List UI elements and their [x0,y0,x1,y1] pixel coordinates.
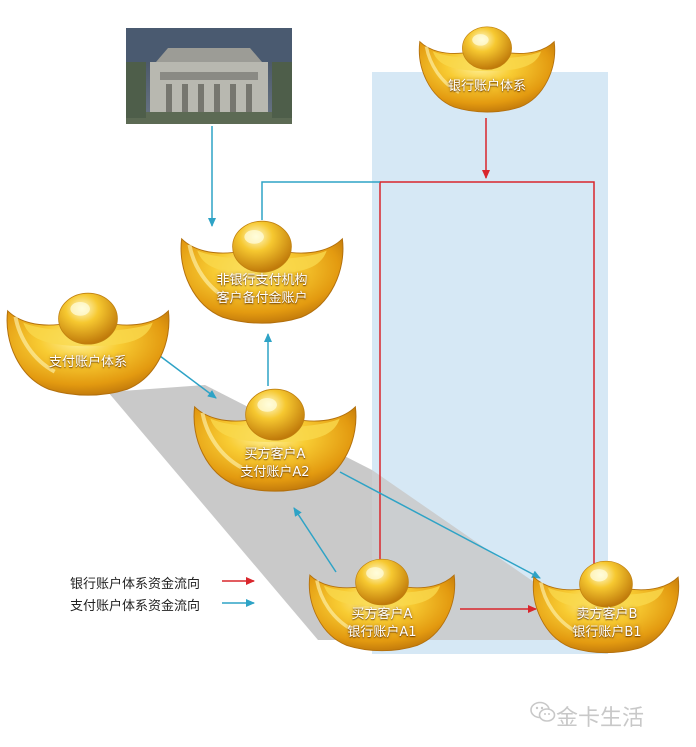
watermark: 金卡生活 [556,706,645,731]
label-pay-system: 支付账户体系 [48,355,127,370]
legend-bank-flow: 银行账户体系资金流向 [70,577,201,592]
pay-flow-nonbank-to-bank [261,181,380,220]
label-nonbank-line2: 客户备付金账户 [216,291,308,306]
pay-flow-system-to-a2 [159,355,217,399]
label-seller-bank: 卖方客户B 银行账户B1 [552,606,662,642]
central-bank-photo [126,28,292,124]
wechat-icon [530,701,556,722]
legend-pay-flow: 支付账户体系资金流向 [70,599,201,614]
label-buyer-pay: 买方客户A 支付账户A2 [220,446,330,482]
label-seller-bank-line2: 银行账户B1 [572,625,642,640]
bank-flow-loop [379,181,595,580]
label-seller-bank-line1: 卖方客户B [576,607,638,622]
label-buyer-bank-line2: 银行账户A1 [347,625,417,640]
label-bank-system: 银行账户体系 [447,79,526,94]
ingot-pay-system [5,291,171,398]
pay-flow-a1-to-a2 [293,507,337,573]
label-buyer-bank: 买方客户A 银行账户A1 [327,606,437,642]
pay-flow-a2-to-b1 [339,471,541,579]
label-buyer-pay-line1: 买方客户A [244,447,306,462]
label-nonbank: 非银行支付机构 客户备付金账户 [200,272,324,308]
label-buyer-pay-line2: 支付账户A2 [240,465,310,480]
label-buyer-bank-line1: 买方客户A [351,607,413,622]
label-nonbank-line1: 非银行支付机构 [216,273,308,288]
